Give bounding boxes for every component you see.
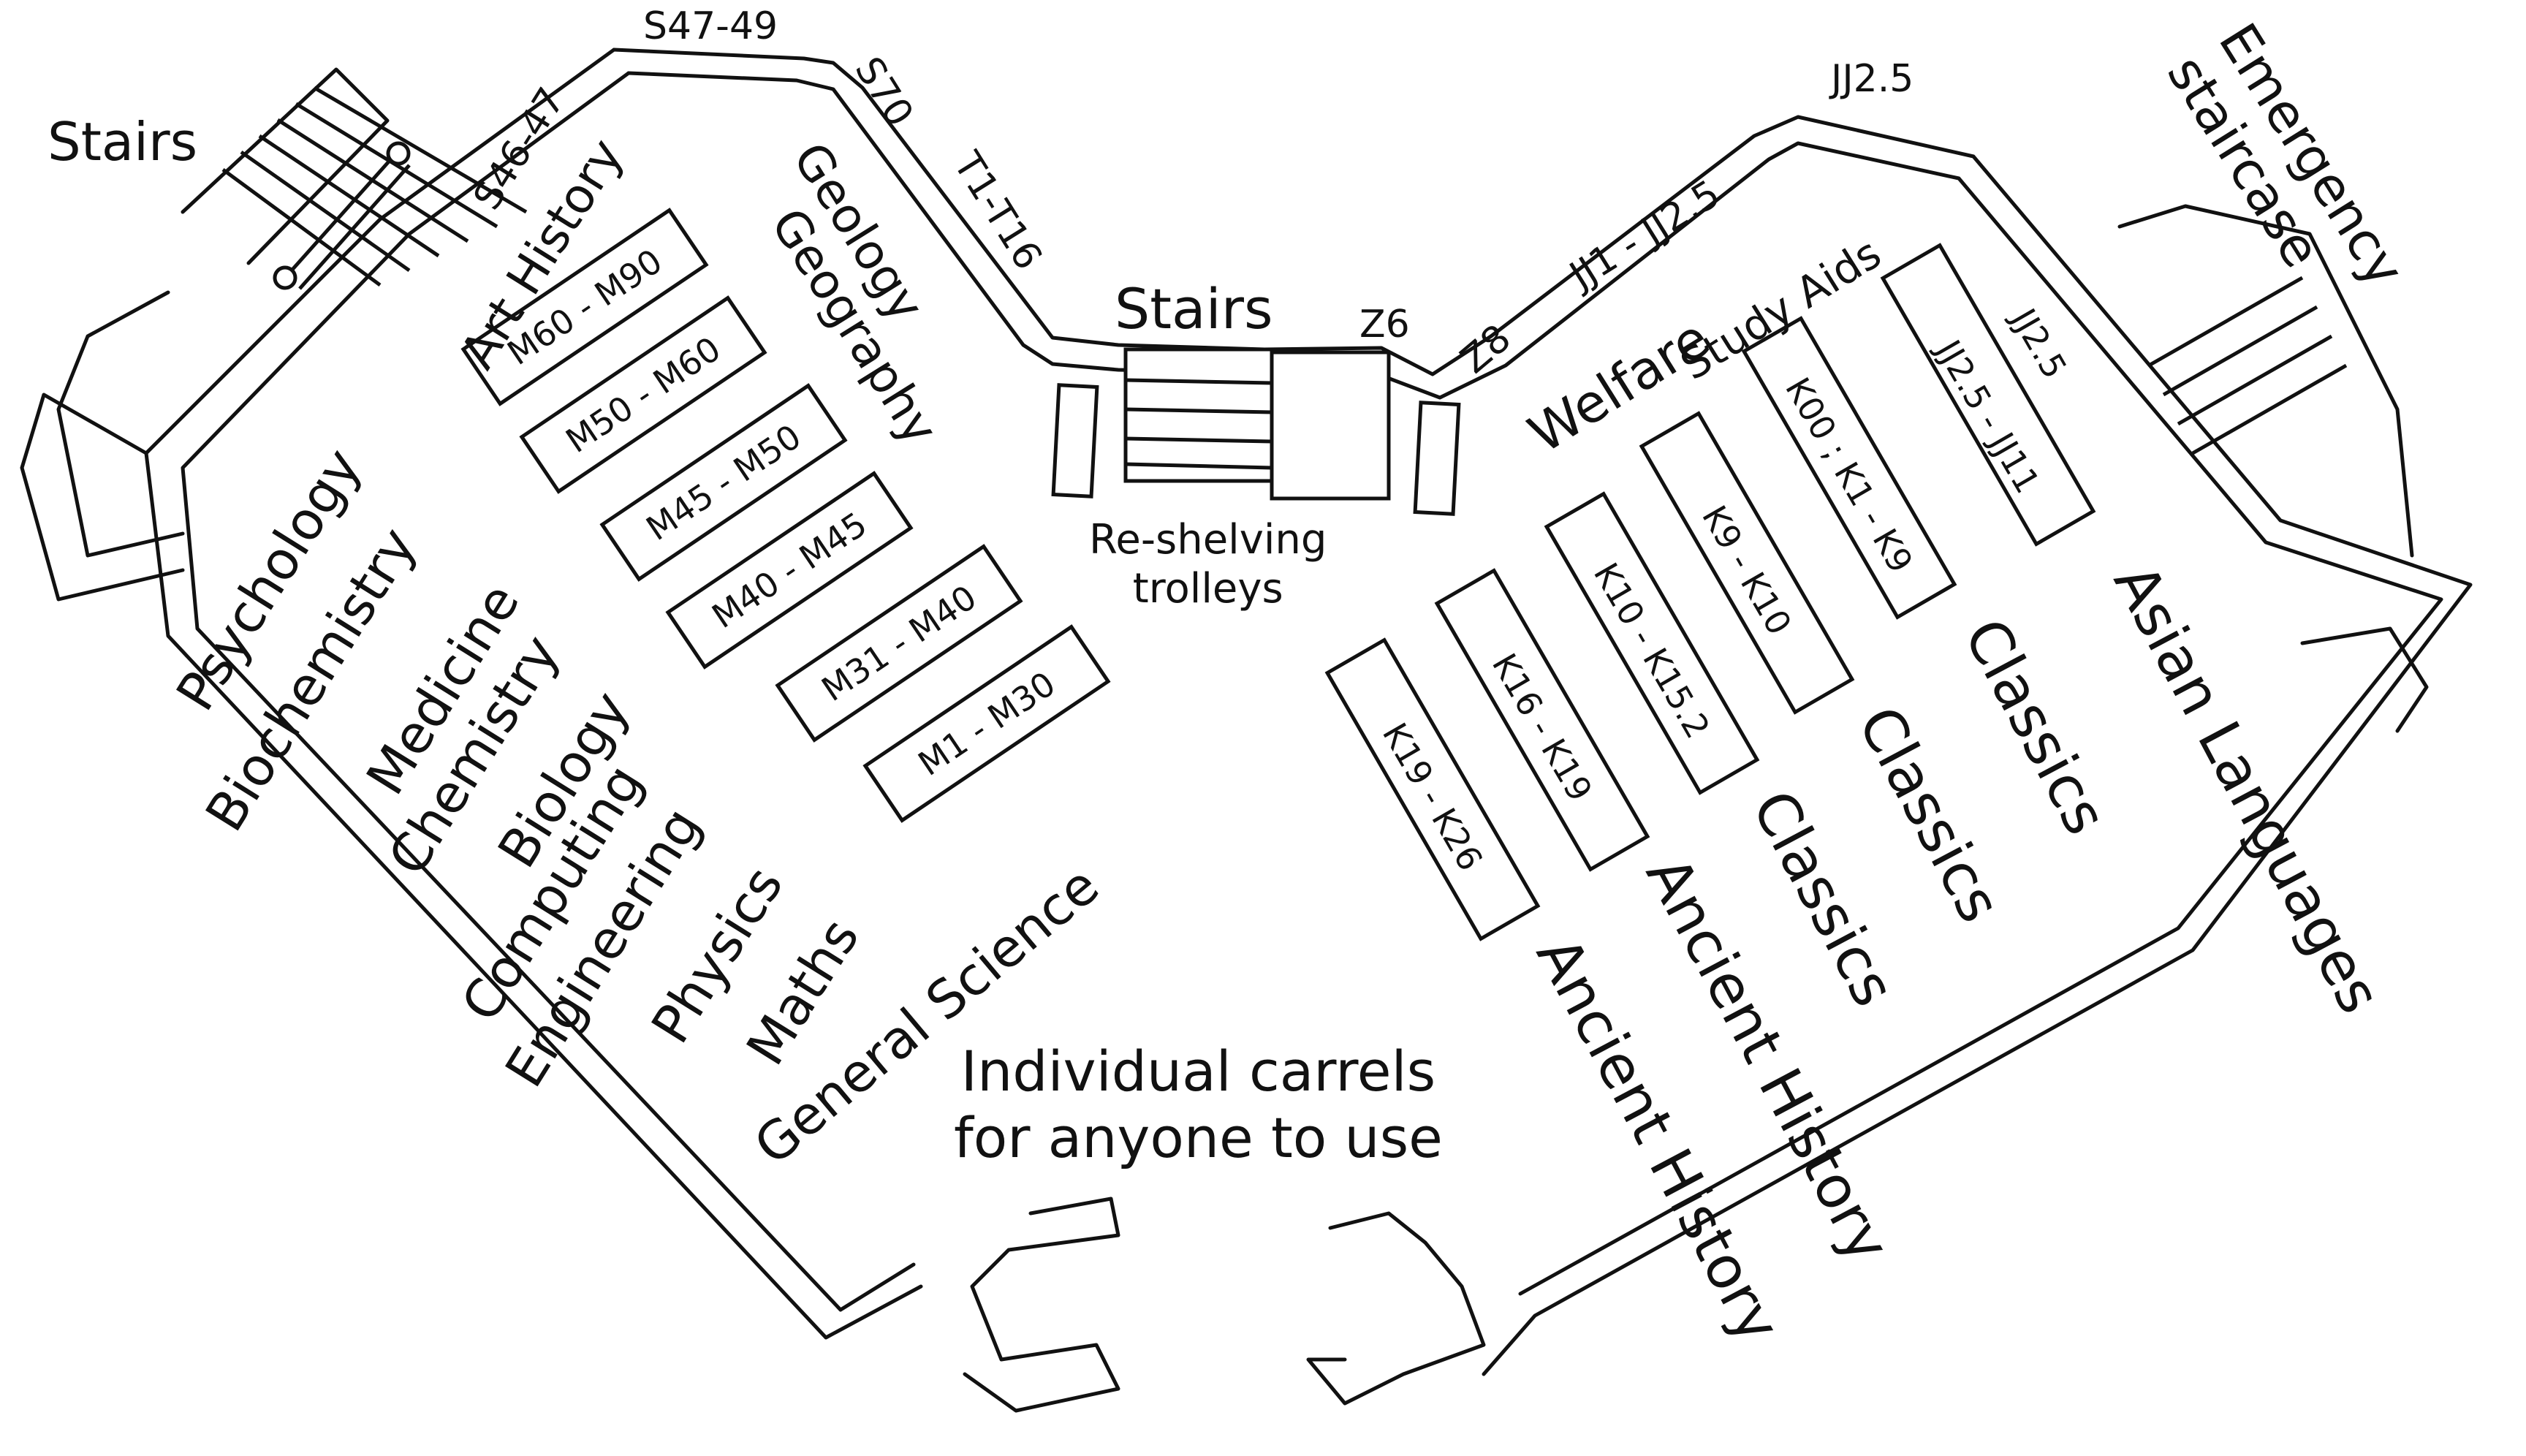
label-stairs-left: Stairs bbox=[48, 111, 198, 172]
left-shelf-group bbox=[460, 208, 1111, 823]
shelf-m31-m40 bbox=[775, 544, 1023, 743]
shelf-k16-k19 bbox=[1434, 568, 1650, 872]
shelf-m45-m50 bbox=[599, 383, 848, 582]
center-stairs bbox=[1123, 347, 1391, 501]
right-shelf-group bbox=[1324, 243, 2096, 941]
shelf-k10-k15 bbox=[1544, 491, 1760, 795]
shelf-m50-m60 bbox=[519, 295, 767, 494]
shelf-m40-m45 bbox=[665, 471, 914, 670]
label-reshelving-trolleys: Re-shelving trolleys bbox=[1089, 516, 1327, 613]
shelf-k00-k9 bbox=[1741, 316, 1957, 620]
building-walls bbox=[144, 48, 2473, 1376]
label-stairs-center: Stairs bbox=[1115, 276, 1273, 341]
label-individual-carrels: Individual carrels for anyone to use bbox=[954, 1039, 1443, 1171]
shelf-k9-k10 bbox=[1639, 411, 1855, 715]
bottom-carrels bbox=[963, 1197, 1486, 1413]
shelf-k19-k26 bbox=[1324, 637, 1541, 941]
left-carrel bbox=[20, 290, 185, 602]
left-stairs bbox=[181, 67, 528, 290]
shelf-m1-m30 bbox=[862, 624, 1111, 823]
emergency-staircase bbox=[2117, 204, 2429, 733]
label-z6: Z6 bbox=[1359, 303, 1410, 346]
reshelving-trolleys bbox=[1051, 383, 1461, 516]
shelf-jj25-jj11 bbox=[1880, 243, 2096, 547]
shelf-m60-m90 bbox=[460, 208, 709, 406]
label-s47-49: S47-49 bbox=[643, 4, 778, 48]
label-jj25-top: JJ2.5 bbox=[1831, 57, 1914, 101]
